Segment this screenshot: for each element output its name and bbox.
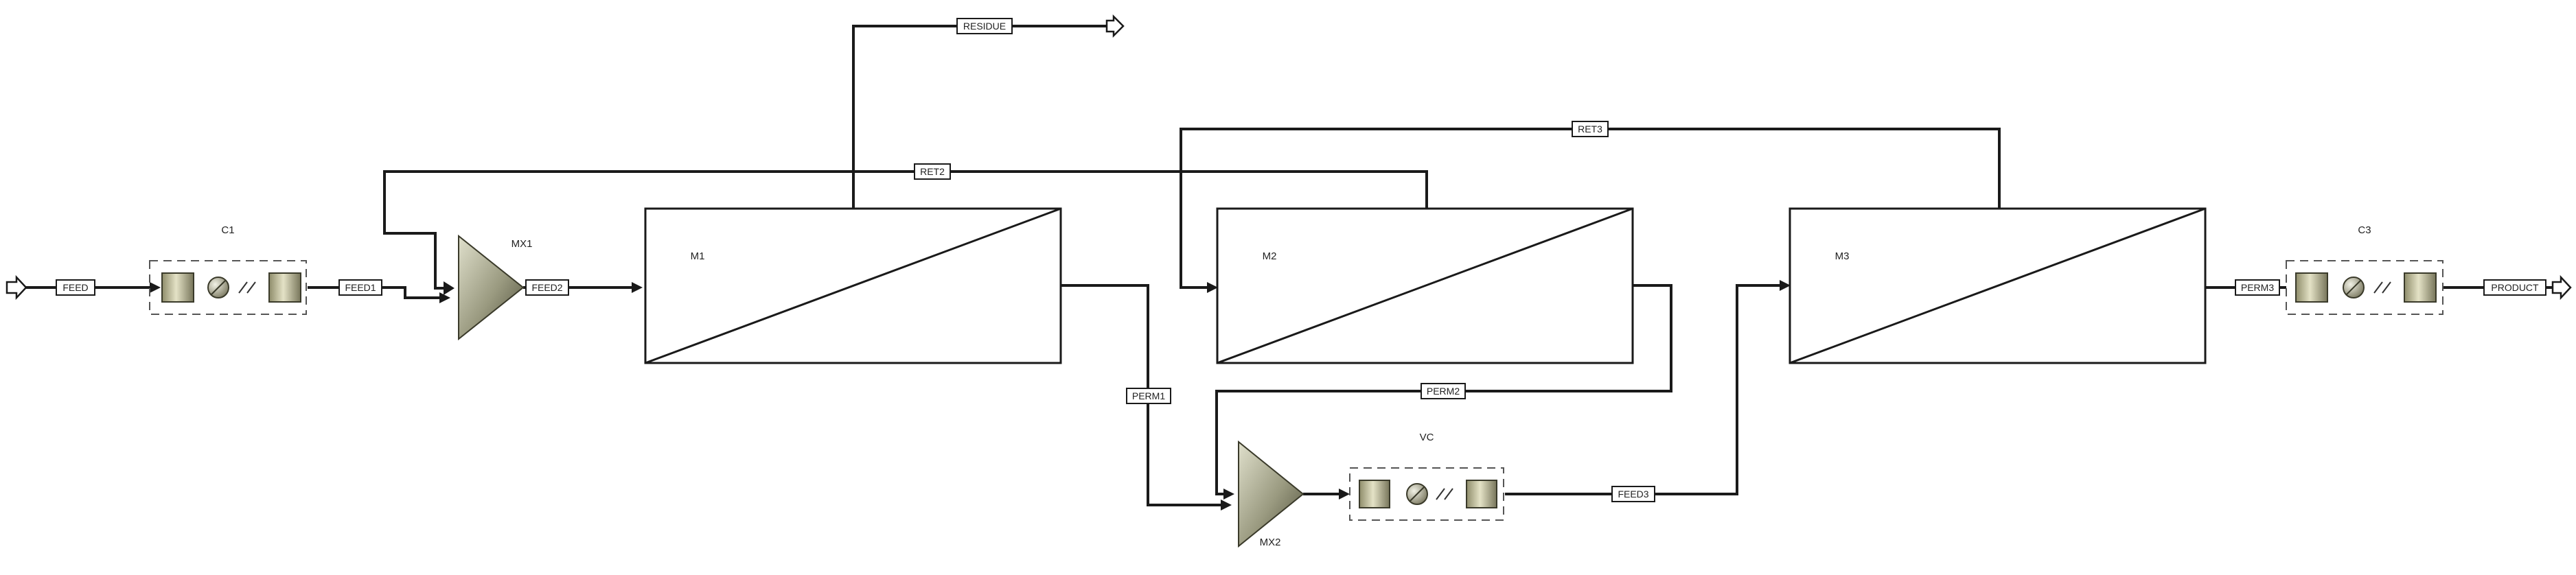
- stream-tag-residue-text: RESIDUE: [963, 21, 1006, 32]
- product-port-icon: [2551, 274, 2572, 301]
- compressor-cylinder-icon: [268, 272, 301, 303]
- mixer-mx2[interactable]: MX2: [1238, 440, 1304, 548]
- stream-arrow: [632, 282, 643, 293]
- membrane-m3-label: M3: [1835, 250, 1850, 262]
- stream-tag-product-text: PRODUCT: [2491, 282, 2539, 293]
- stream-tag-feed1-text: FEED1: [345, 282, 376, 293]
- compressor-c3-label: C3: [2358, 224, 2371, 236]
- compressor-vc-label: VC: [1420, 432, 1434, 443]
- feed-port-icon: [5, 274, 27, 301]
- mixer-mx1-label: MX1: [511, 238, 533, 250]
- stream-tag-perm3[interactable]: PERM3: [2235, 279, 2280, 296]
- residue-port-icon: [1105, 14, 1125, 38]
- stream-arrow: [150, 282, 161, 293]
- mixer-mx2-label: MX2: [1260, 537, 1281, 548]
- stream-tag-perm2-text: PERM2: [1427, 386, 1460, 397]
- stream-arrow: [1223, 489, 1234, 500]
- membrane-m1[interactable]: M1: [644, 207, 1062, 364]
- stream-tag-ret2[interactable]: RET2: [914, 163, 951, 180]
- stream-tag-product[interactable]: PRODUCT: [2483, 279, 2546, 296]
- compressor-cylinder-icon: [1466, 480, 1497, 508]
- compressor-cylinder-icon: [1359, 480, 1390, 508]
- stream-arrow: [1207, 282, 1218, 293]
- membrane-m3[interactable]: M3: [1789, 207, 2207, 364]
- compressor-c3[interactable]: C3: [2286, 224, 2443, 315]
- stream-tag-feed-text: FEED: [62, 282, 88, 293]
- stream-arrow: [439, 292, 450, 303]
- stream-ret2-line[interactable]: [383, 170, 1428, 290]
- stream-tag-feed3-text: FEED3: [1618, 489, 1648, 500]
- compressor-cylinder-icon: [2404, 272, 2437, 303]
- stream-arrow: [1780, 280, 1791, 291]
- stream-tag-feed3[interactable]: FEED3: [1611, 486, 1655, 502]
- compressor-cylinder-icon: [2295, 272, 2328, 303]
- mixer-icon: [1238, 440, 1304, 548]
- stream-tag-feed2[interactable]: FEED2: [525, 279, 569, 296]
- stream-tag-feed[interactable]: FEED: [56, 279, 95, 296]
- stream-tag-perm2[interactable]: PERM2: [1421, 383, 1466, 399]
- compressor-vc[interactable]: VC: [1349, 432, 1504, 521]
- stream-ret3-line[interactable]: [1180, 128, 2001, 289]
- stream-arrow: [444, 281, 455, 295]
- compressor-cylinder-icon: [161, 272, 194, 303]
- membrane-m2-label: M2: [1263, 250, 1277, 262]
- stream-residue-line[interactable]: [852, 25, 1108, 209]
- stream-tag-feed1[interactable]: FEED1: [338, 279, 382, 296]
- membrane-m2[interactable]: M2: [1216, 207, 1634, 364]
- stream-tag-feed2-text: FEED2: [531, 282, 562, 293]
- stream-arrow: [1339, 489, 1350, 500]
- membrane-m1-label: M1: [691, 250, 705, 262]
- stream-tag-perm3-text: PERM3: [2241, 282, 2274, 293]
- mixer-icon: [458, 234, 525, 341]
- stream-tag-ret3-text: RET3: [1578, 124, 1602, 134]
- compressor-c1[interactable]: C1: [149, 224, 307, 315]
- stream-arrow: [1221, 500, 1232, 511]
- stream-tag-ret3[interactable]: RET3: [1572, 121, 1609, 137]
- compressor-c1-label: C1: [221, 224, 234, 236]
- stream-tag-perm1-text: PERM1: [1132, 390, 1165, 401]
- mixer-mx1[interactable]: MX1: [458, 234, 533, 341]
- stream-tag-ret2-text: RET2: [920, 166, 945, 177]
- stream-tag-perm1[interactable]: PERM1: [1126, 388, 1171, 404]
- stream-tag-residue[interactable]: RESIDUE: [956, 18, 1013, 34]
